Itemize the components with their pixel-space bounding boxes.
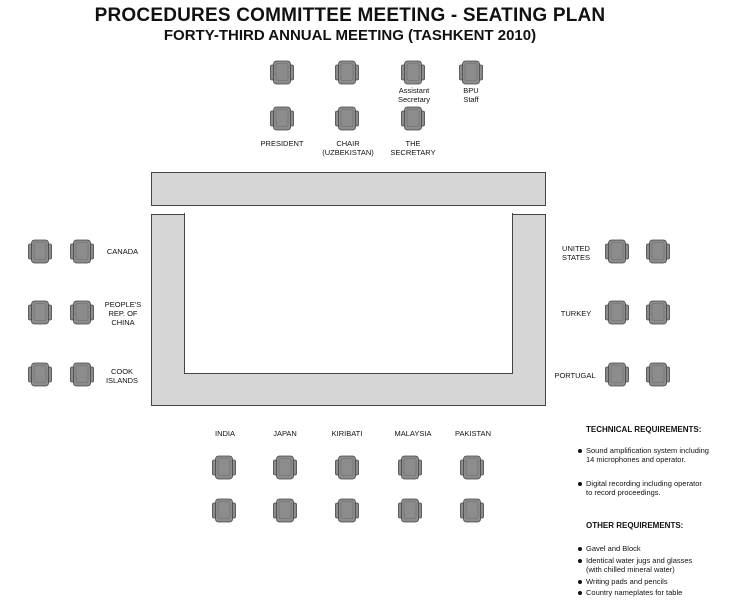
label-malaysia: MALAYSIA xyxy=(394,429,432,438)
bullet xyxy=(578,449,582,453)
label-bpu-staff: BPU Staff xyxy=(463,86,479,104)
label-japan: JAPAN xyxy=(273,429,297,438)
head-table xyxy=(151,172,546,206)
chair-icon xyxy=(646,362,670,387)
label-canada: CANADA xyxy=(106,247,139,256)
chair-icon xyxy=(605,239,629,264)
label-cook-islands: COOK ISLANDS xyxy=(105,367,139,385)
chair-icon xyxy=(70,300,94,325)
chair-icon xyxy=(401,60,425,85)
other-requirements-heading: OTHER REQUIREMENTS: xyxy=(586,521,684,530)
label-united-states: UNITED STATES xyxy=(561,244,591,262)
chair-icon xyxy=(273,455,297,480)
technical-item: Sound amplification system including 14 … xyxy=(586,446,709,464)
chair-icon xyxy=(28,362,52,387)
chair-icon xyxy=(605,300,629,325)
label-portugal: PORTUGAL xyxy=(554,371,596,380)
chair-icon xyxy=(70,362,94,387)
label-assistant-secretary: Assistant Secretary xyxy=(397,86,431,104)
chair-icon xyxy=(646,239,670,264)
u-table-inner-space xyxy=(184,213,513,374)
chair-icon xyxy=(398,498,422,523)
label-the-secretary: THE SECRETARY xyxy=(390,139,436,157)
bullet xyxy=(578,580,582,584)
chair-icon xyxy=(401,106,425,131)
chair-icon xyxy=(270,106,294,131)
chair-icon xyxy=(28,300,52,325)
chair-icon xyxy=(335,498,359,523)
label-china: PEOPLE'S REP. OF CHINA xyxy=(104,300,142,327)
other-item: Writing pads and pencils xyxy=(586,577,668,586)
bullet xyxy=(578,559,582,563)
chair-icon xyxy=(460,498,484,523)
chair-icon xyxy=(335,60,359,85)
chair-icon xyxy=(398,455,422,480)
chair-icon xyxy=(335,106,359,131)
label-turkey: TURKEY xyxy=(560,309,592,318)
other-item: Country nameplates for table xyxy=(586,588,683,597)
bullet xyxy=(578,547,582,551)
chair-icon xyxy=(605,362,629,387)
bullet xyxy=(578,482,582,486)
label-chair: CHAIR (UZBEKISTAN) xyxy=(322,139,374,157)
chair-icon xyxy=(270,60,294,85)
chair-icon xyxy=(212,498,236,523)
label-pakistan: PAKISTAN xyxy=(455,429,491,438)
chair-icon xyxy=(335,455,359,480)
chair-icon xyxy=(212,455,236,480)
label-india: INDIA xyxy=(214,429,235,438)
chair-icon xyxy=(646,300,670,325)
chair-icon xyxy=(460,455,484,480)
chair-icon xyxy=(28,239,52,264)
bullet xyxy=(578,591,582,595)
other-item: Gavel and Block xyxy=(586,544,641,553)
chair-icon xyxy=(459,60,483,85)
other-item: Identical water jugs and glasses (with c… xyxy=(586,556,693,574)
chair-icon xyxy=(273,498,297,523)
page-title: PROCEDURES COMMITTEE MEETING - SEATING P… xyxy=(94,5,606,26)
technical-requirements-heading: TECHNICAL REQUIREMENTS: xyxy=(586,425,702,434)
label-kiribati: KIRIBATI xyxy=(331,429,363,438)
technical-item: Digital recording including operator to … xyxy=(586,479,702,497)
page-subtitle: FORTY-THIRD ANNUAL MEETING (TASHKENT 201… xyxy=(163,27,537,44)
label-president: PRESIDENT xyxy=(260,139,304,148)
chair-icon xyxy=(70,239,94,264)
